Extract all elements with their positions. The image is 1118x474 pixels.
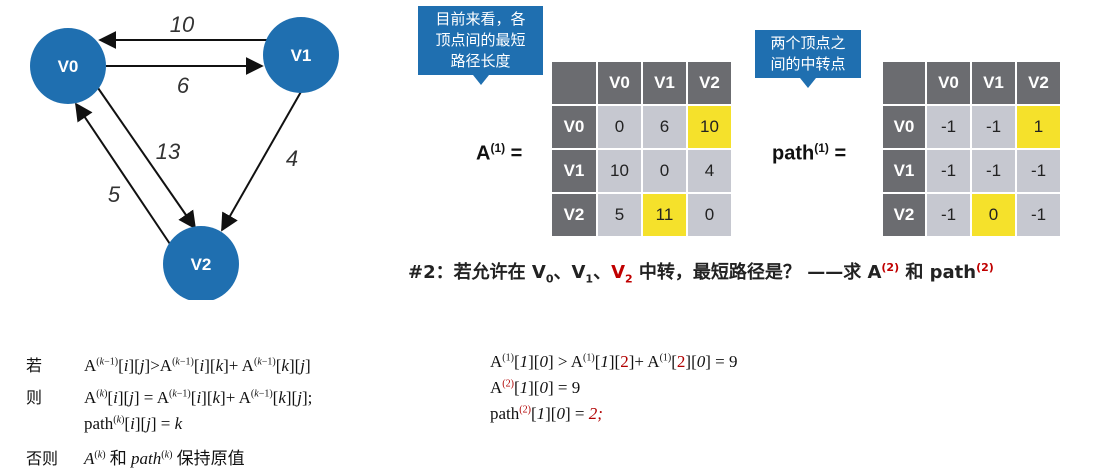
- matrix-path-cell: -1: [1015, 192, 1062, 238]
- matrix-a-row-header: V1: [550, 148, 598, 194]
- matrix-a-cell: 4: [686, 148, 733, 194]
- callout-line: 目前来看，各: [435, 10, 526, 28]
- node-v2: [163, 226, 239, 300]
- question-and: 和 path: [899, 262, 977, 283]
- node-label-v2: V2: [191, 255, 212, 274]
- matrix-path-cell: -1: [925, 148, 972, 194]
- matrix-path-name: path: [772, 142, 815, 165]
- calc-result-3: 2;: [588, 404, 603, 423]
- matrix-path-eq: =: [828, 142, 847, 165]
- matrix-path-cell: -1: [970, 148, 1017, 194]
- question-mid: 中转，最短路径是？ ——求 A: [632, 262, 882, 283]
- question-sub: 1: [585, 272, 594, 286]
- edge-weight-v2-v0: 5: [108, 182, 121, 207]
- matrix-a-label: A(1) =: [476, 141, 522, 166]
- question-sub: 0: [545, 272, 554, 286]
- matrix-path-cell: -1: [925, 192, 972, 238]
- edge-v2-v0: [74, 102, 171, 245]
- rule-keyword-then: 则: [26, 388, 43, 407]
- node-label-v0: V0: [58, 57, 79, 76]
- matrix-a-cell: 0: [686, 192, 733, 238]
- calc-line-3: path(2)[1][0] = 2;: [490, 404, 603, 423]
- edge-weight-v0-v2: 13: [156, 139, 181, 164]
- matrix-path-cell: -1: [1015, 148, 1062, 194]
- matrix-corner: [881, 60, 927, 106]
- callout-line: 顶点间的最短: [435, 31, 526, 49]
- calc-result-2: 9: [571, 378, 581, 397]
- rule-else-tail: 保持原值: [176, 449, 245, 468]
- rule-and-word: 和: [109, 449, 127, 468]
- calc-result-1: 9: [728, 352, 738, 371]
- matrix-a-col-header: V2: [686, 60, 733, 106]
- matrix-a-eq: =: [505, 142, 523, 165]
- question-sep: 、: [593, 262, 612, 283]
- matrix-path-cell: -1: [925, 104, 972, 150]
- edge-weight-v1-v2: 4: [286, 146, 298, 171]
- matrix-path-col-header: V2: [1015, 60, 1062, 106]
- matrix-corner: [550, 60, 598, 106]
- matrix-a-row-header: V2: [550, 192, 598, 238]
- question-sup: (2): [881, 261, 900, 274]
- callout-line: 路径长度: [450, 52, 511, 70]
- matrix-a-cell-highlighted: 10: [686, 104, 733, 150]
- matrix-a-cell: 10: [596, 148, 643, 194]
- matrix-a-cell: 0: [641, 148, 688, 194]
- calc-line-1: A(1)[1][0] > A(1)[1][2]+ A(1)[2][0] = 9: [490, 352, 738, 371]
- edge-v1-v2: [221, 89, 303, 232]
- matrix-path-cell: -1: [970, 104, 1017, 150]
- graph-diagram: 10 6 13 4 5 V0 V1 V2: [30, 12, 339, 300]
- callout-shortest-length: 目前来看，各 顶点间的最短 路径长度: [418, 6, 543, 85]
- matrix-a-col-header: V1: [641, 60, 688, 106]
- question-v2-letter: V: [611, 262, 625, 283]
- matrix-path-row-header: V0: [881, 104, 927, 150]
- matrix-path-label: path(1) =: [772, 141, 846, 166]
- matrix-path-col-header: V0: [925, 60, 972, 106]
- edge-weight-v1-v0: 10: [170, 12, 195, 37]
- matrix-path-row-header: V2: [881, 192, 927, 238]
- matrix-path-cell-highlighted: 1: [1015, 104, 1062, 150]
- node-v0: [30, 28, 106, 104]
- edge-v0-v2: [97, 87, 197, 230]
- matrix-path-cell-highlighted: 0: [970, 192, 1017, 238]
- matrix-path-sup: (1): [814, 141, 829, 155]
- matrix-a-cell-highlighted: 11: [641, 192, 688, 238]
- question-v2: V2: [611, 262, 633, 286]
- matrix-path: V0 V1 V2 V0 -1 -1 1 V1 -1 -1 -1 V2 -1 0 …: [881, 60, 1062, 238]
- matrix-a: V0 V1 V2 V0 0 6 10 V1 10 0 4 V2 5 11 0: [550, 60, 733, 238]
- matrix-a-name: A: [476, 142, 491, 165]
- matrix-a-col-header: V0: [596, 60, 643, 106]
- node-v1: [263, 17, 339, 93]
- calc-line-2: A(2)[1][0] = 9: [490, 378, 581, 397]
- question-sep: 、V: [553, 262, 586, 283]
- question-sup: (2): [976, 261, 994, 274]
- callout-transit-point: 两个顶点之 间的中转点: [755, 30, 861, 88]
- question-sub: 2: [625, 272, 633, 286]
- matrix-path-col-header: V1: [970, 60, 1017, 106]
- node-label-v1: V1: [291, 46, 312, 65]
- matrix-a-cell: 5: [596, 192, 643, 238]
- matrix-a-cell: 0: [596, 104, 643, 150]
- rule-path-line: path(k)[i][j] = k: [84, 414, 183, 433]
- matrix-a-sup: (1): [490, 141, 506, 155]
- matrix-path-row-header: V1: [881, 148, 927, 194]
- question-line: #2：若允许在 V0、V1、V2 中转，最短路径是？ ——求 A(2) 和 pa…: [408, 258, 994, 286]
- rule-keyword-if: 若: [26, 356, 43, 375]
- matrix-a-row-header: V0: [550, 104, 598, 150]
- callout-line: 间的中转点: [770, 55, 846, 73]
- matrix-a-cell: 6: [641, 104, 688, 150]
- edge-weight-v0-v1: 6: [177, 73, 190, 98]
- callout-line: 两个顶点之: [770, 34, 846, 52]
- question-prefix: #2：若允许在 V: [408, 262, 546, 283]
- rule-keyword-else: 否则: [26, 449, 59, 468]
